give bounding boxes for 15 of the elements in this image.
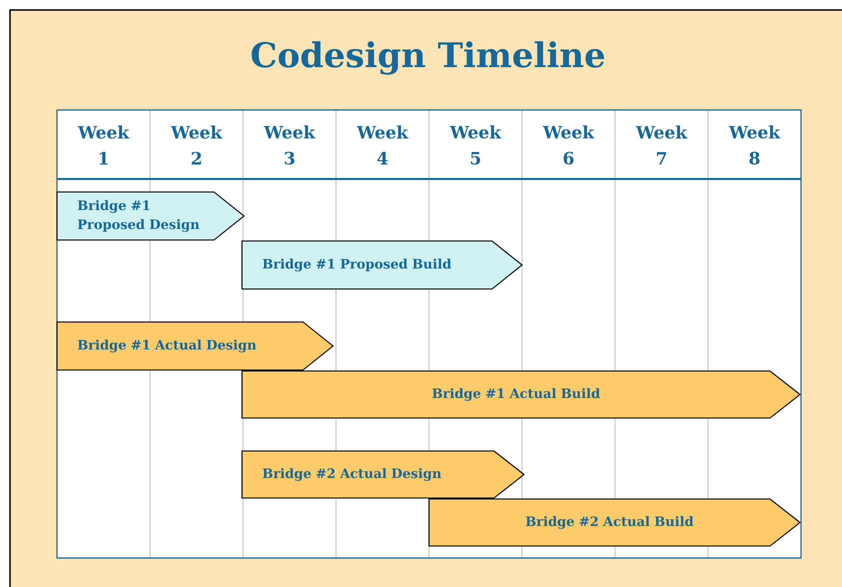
timeline-bar: Bridge #1 Actual Design (56, 321, 334, 371)
column-header: Week 6 (542, 125, 594, 165)
timeline-bar: Bridge #2 Actual Build (428, 498, 801, 547)
timeline-bar: Bridge #1 Proposed Design (56, 191, 245, 241)
timeline-bar: Bridge #1 Proposed Build (241, 240, 523, 290)
column-header: Week 1 (78, 126, 130, 164)
timeline-bar: Bridge #1 Actual Build (241, 370, 801, 419)
timeline-bar: Bridge #2 Actual Design (241, 450, 525, 499)
column-header: Week 2 (170, 126, 222, 164)
column-header: Week 4 (356, 126, 408, 164)
column-header: Week 5 (450, 125, 502, 165)
column-header: Week 7 (636, 126, 688, 164)
title: Codesign Timeline (252, 41, 604, 75)
column-header: Week 8 (728, 125, 780, 165)
column-header: Week 3 (264, 125, 316, 165)
